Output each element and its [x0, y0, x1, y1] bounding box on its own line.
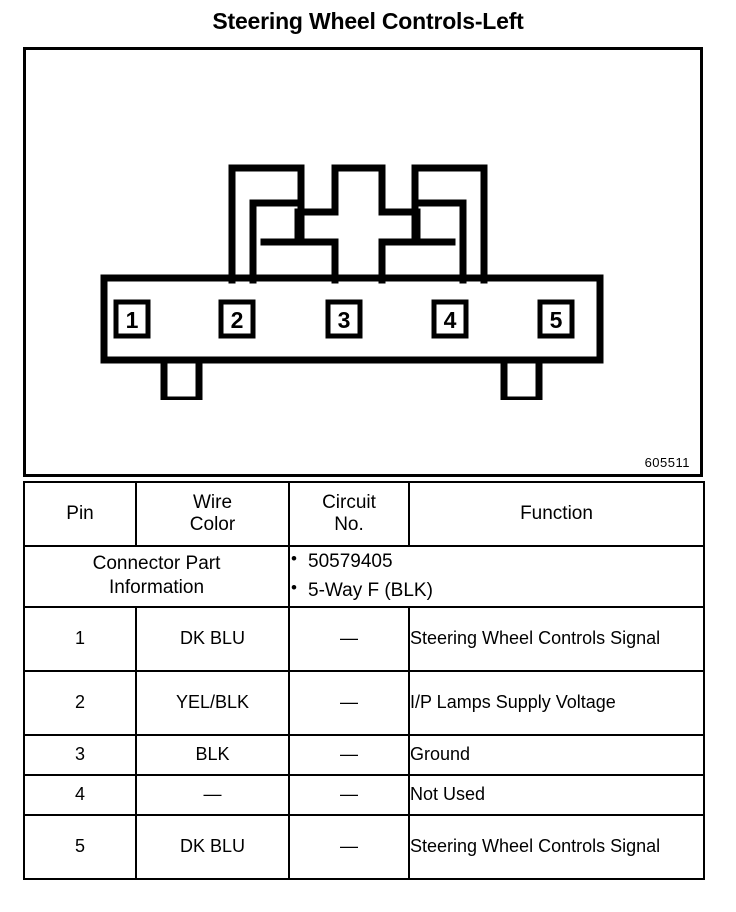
- column-header-pin: Pin: [23, 481, 137, 547]
- cell-wire-color: DK BLU: [135, 605, 290, 672]
- pin-box-5: [537, 299, 575, 339]
- cell-wire-color: YEL/BLK: [135, 669, 290, 736]
- connector-pinout-table: Connector Part Information 50579405 5-Wa…: [23, 481, 705, 880]
- pin-number-1: 1: [126, 307, 139, 333]
- cell-pin: 1: [23, 605, 137, 672]
- pin-box-1: [113, 299, 151, 339]
- column-header-function: Function: [408, 481, 705, 547]
- table-row: 1 DK BLU — Steering Wheel Controls Signa…: [23, 605, 705, 672]
- connector-top-latch: [228, 164, 488, 284]
- connector-svg: 1 2 3 4 5: [100, 164, 604, 400]
- cell-pin: 2: [23, 669, 137, 736]
- cell-pin: 4: [23, 773, 137, 816]
- cell-wire-color: DK BLU: [135, 813, 290, 880]
- pin-number-3: 3: [338, 307, 351, 333]
- connector-part-information-values: 50579405 5-Way F (BLK): [288, 545, 705, 608]
- pin-box-3: [325, 299, 363, 339]
- wire-color-line2: Color: [189, 514, 236, 535]
- cell-function: Ground: [408, 733, 705, 776]
- circuit-no-line2: No.: [334, 514, 364, 535]
- pin-box-2: [218, 299, 256, 339]
- circuit-no-line1: Circuit: [322, 492, 376, 514]
- cell-function: Steering Wheel Controls Signal: [408, 605, 705, 672]
- connector-pin-boxes: [113, 299, 575, 339]
- connector-illustration: 1 2 3 4 5: [92, 150, 612, 400]
- diagram-reference-number: 605511: [644, 455, 690, 470]
- connector-pin-numbers: 1 2 3 4 5: [126, 307, 563, 333]
- page-title: Steering Wheel Controls-Left: [212, 8, 524, 34]
- connector-tab-left: [160, 360, 203, 400]
- cell-function: I/P Lamps Supply Voltage: [408, 669, 705, 736]
- table-row: 4 — — Not Used: [23, 773, 705, 816]
- connector-diagram-frame: 1 2 3 4 5 605511: [23, 47, 703, 477]
- cpi-label-line1: Connector Part: [92, 552, 221, 574]
- pin-number-2: 2: [231, 307, 244, 333]
- connector-part-information-row: Connector Part Information 50579405 5-Wa…: [23, 545, 705, 608]
- wire-color-line1: Wire: [192, 492, 233, 514]
- table-header-row: Pin Wire Color Circuit No. Function: [23, 481, 705, 547]
- cpi-value-way-type: 5-Way F (BLK): [291, 575, 703, 605]
- cell-wire-color: BLK: [135, 733, 290, 776]
- column-header-circuit-no: Circuit No.: [288, 481, 410, 547]
- cell-function: Steering Wheel Controls Signal: [408, 813, 705, 880]
- cell-circuit-no: —: [288, 773, 410, 816]
- pin-number-5: 5: [550, 307, 563, 333]
- cell-function: Not Used: [408, 773, 705, 816]
- connector-tab-right: [500, 360, 543, 400]
- cpi-label-line2: Information: [108, 577, 205, 599]
- table-row: 3 BLK — Ground: [23, 733, 705, 776]
- cell-pin: 5: [23, 813, 137, 880]
- cell-pin: 3: [23, 733, 137, 776]
- cpi-value-part-number: 50579405: [291, 546, 703, 576]
- connector-body: [100, 274, 604, 364]
- connector-part-information-label: Connector Part Information: [23, 545, 290, 608]
- table-row: 2 YEL/BLK — I/P Lamps Supply Voltage: [23, 669, 705, 736]
- pin-box-4: [431, 299, 469, 339]
- cell-circuit-no: —: [288, 733, 410, 776]
- cell-wire-color: —: [135, 773, 290, 816]
- cell-circuit-no: —: [288, 669, 410, 736]
- table-row: 5 DK BLU — Steering Wheel Controls Signa…: [23, 813, 705, 880]
- cell-circuit-no: —: [288, 813, 410, 880]
- pin-number-4: 4: [444, 307, 457, 333]
- cell-circuit-no: —: [288, 605, 410, 672]
- column-header-wire-color: Wire Color: [135, 481, 290, 547]
